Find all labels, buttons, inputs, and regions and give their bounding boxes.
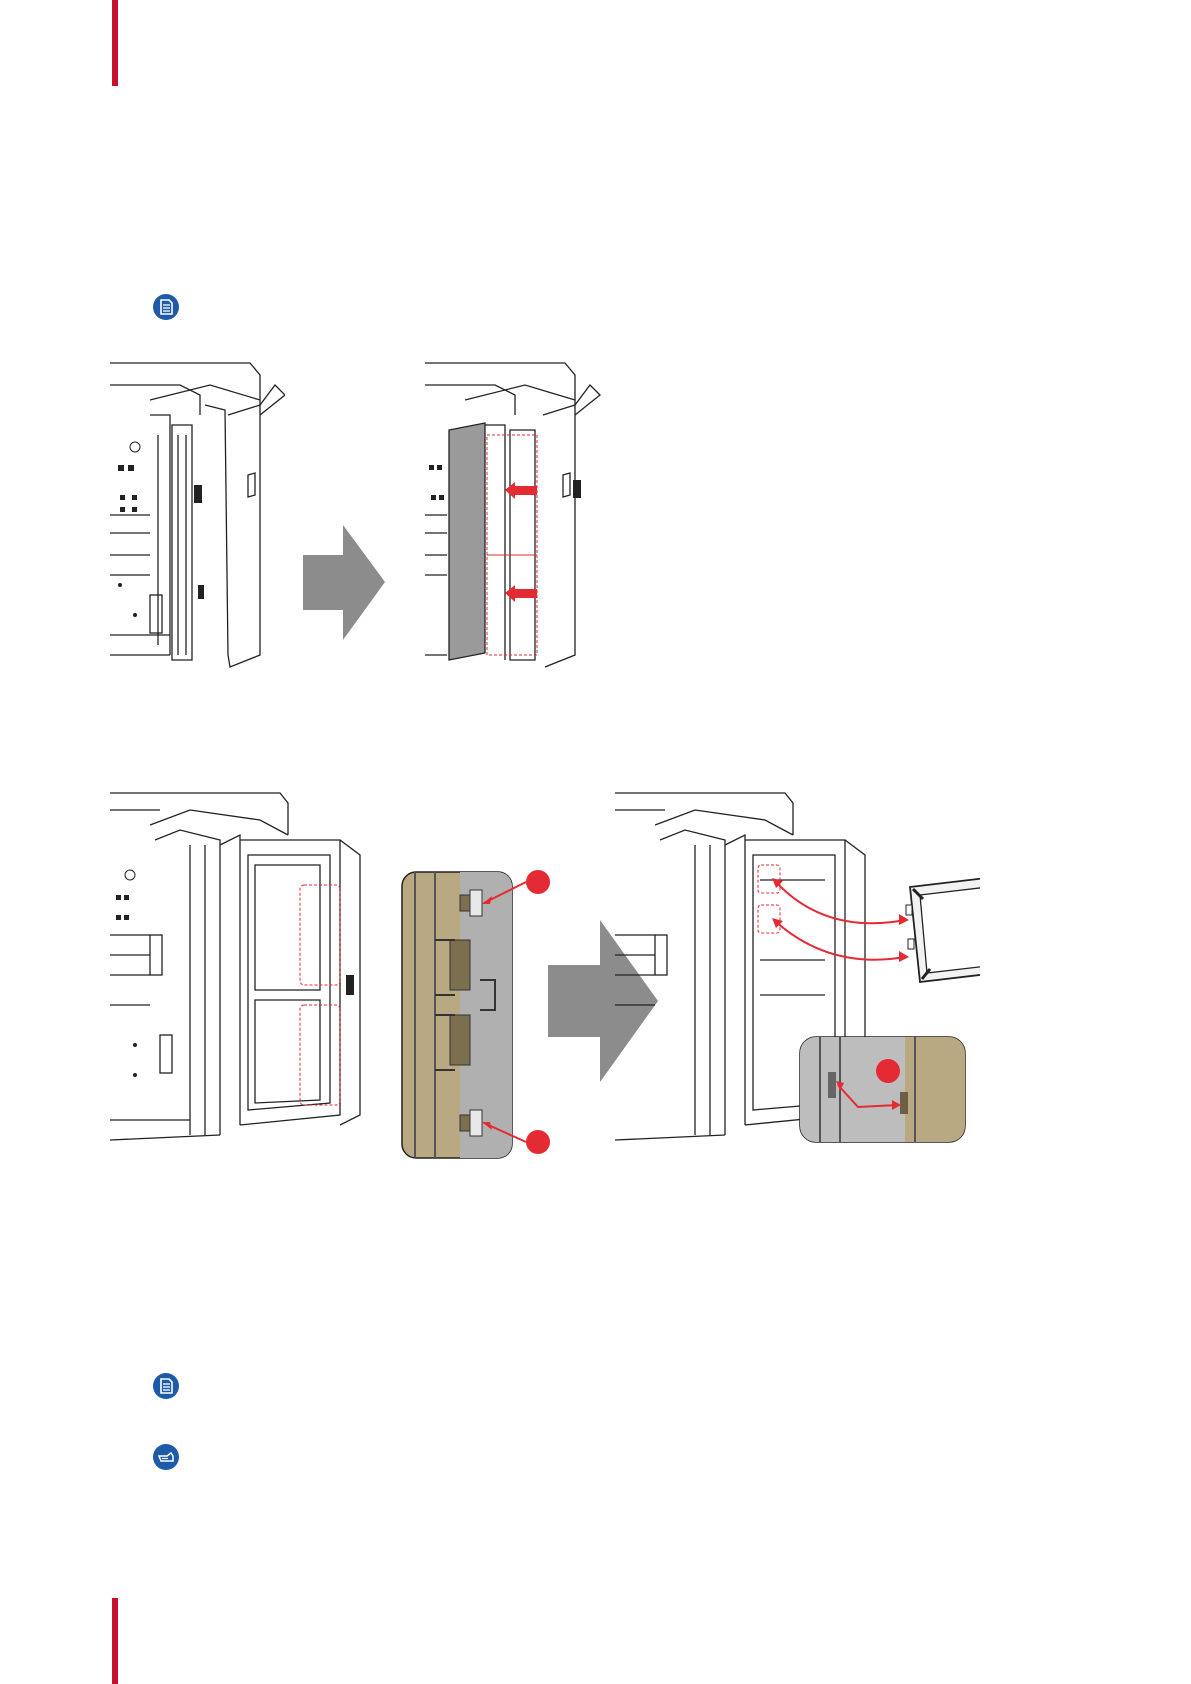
note-icon	[153, 294, 179, 320]
footer-accent-bar	[112, 1598, 118, 1684]
figure-filter-removal	[615, 785, 980, 1160]
tip-icon	[153, 1444, 179, 1470]
step-arrow	[303, 525, 385, 640]
figure-filter-cover-removal	[425, 355, 605, 670]
header-accent-bar	[112, 0, 118, 86]
note-icon	[153, 1373, 179, 1399]
figure-open-door-filters	[110, 785, 365, 1155]
figure-filter-cover-closed	[110, 355, 285, 670]
figure-filter-clip-detail	[400, 870, 565, 1160]
